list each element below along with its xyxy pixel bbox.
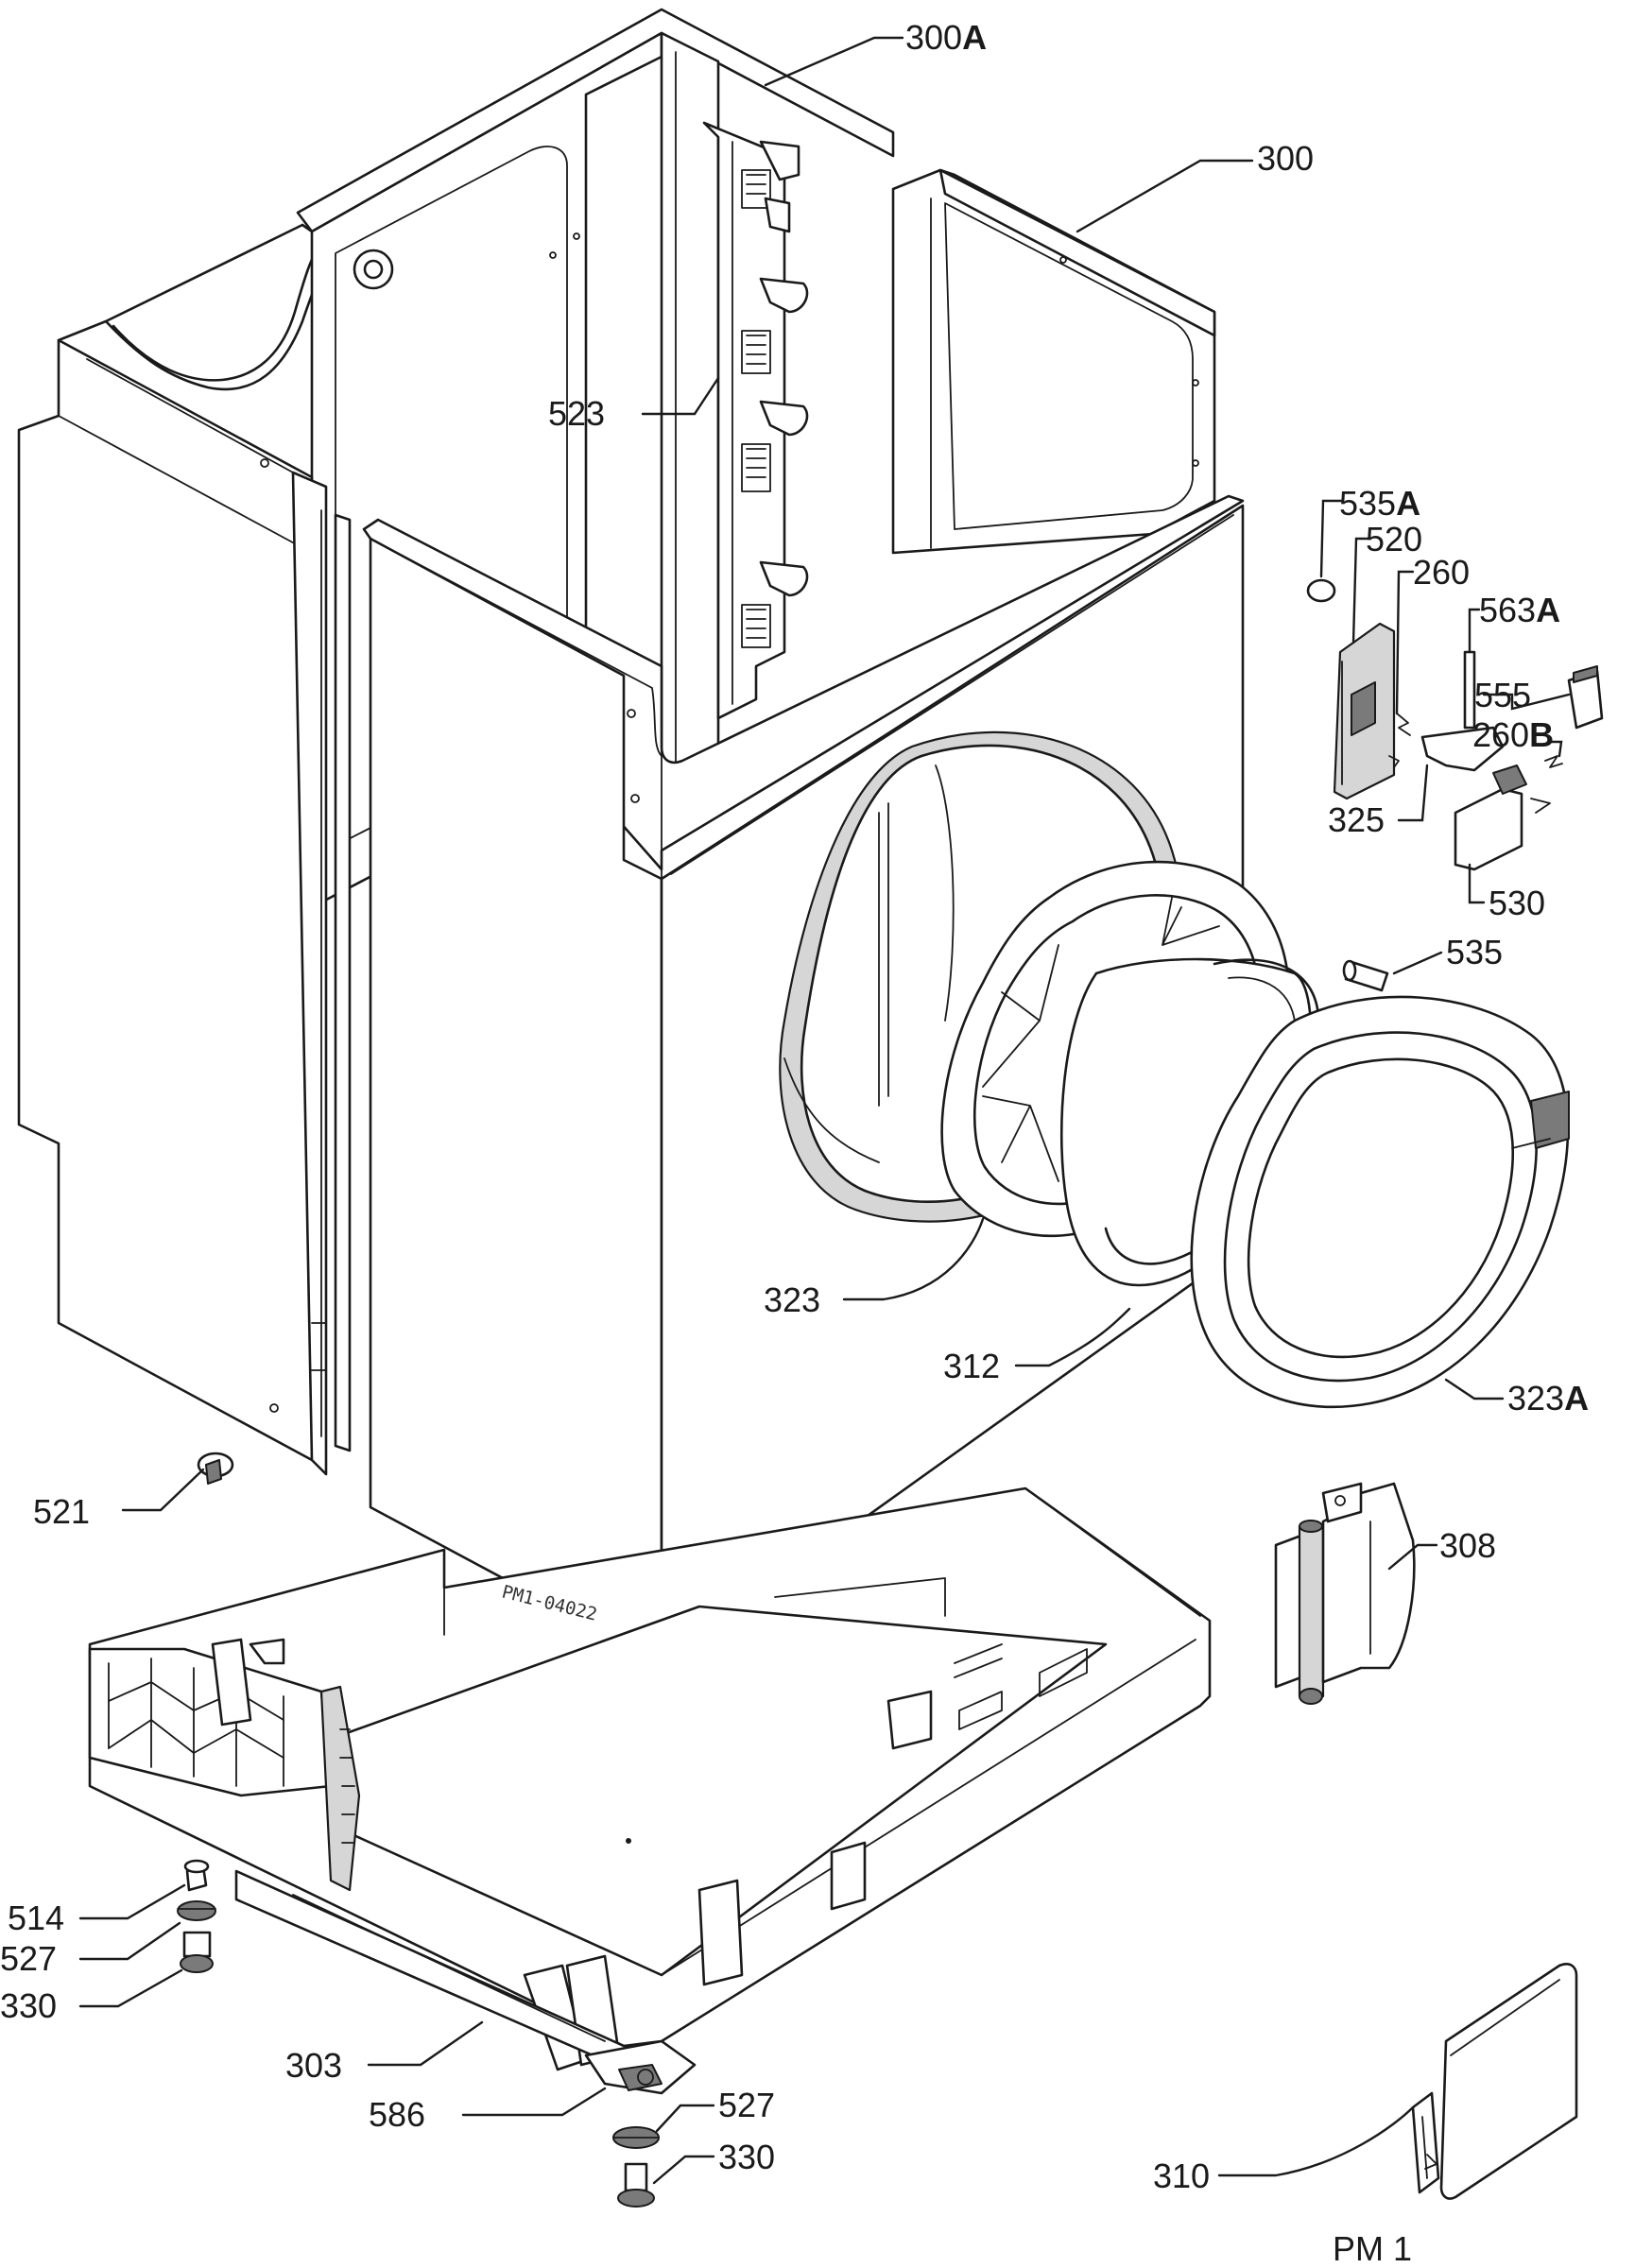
- left-side-panel: [17, 338, 328, 1476]
- label-563a: 563A: [1479, 591, 1560, 629]
- part-labels: 300A 300 523 535A 520 260 563A 555 260B …: [0, 18, 1589, 2195]
- label-330-left: 330: [0, 1986, 57, 2025]
- base-frame: PM1-04022: [88, 1486, 1212, 2095]
- foot-left-stack: [177, 1859, 216, 1973]
- label-555: 555: [1474, 676, 1531, 714]
- label-535a: 535A: [1339, 484, 1420, 523]
- label-586: 586: [369, 2095, 425, 2134]
- label-535: 535: [1446, 933, 1503, 971]
- label-303: 303: [285, 2046, 342, 2085]
- label-527-right: 527: [718, 2086, 775, 2124]
- drawing-mark: PM 1: [1333, 2229, 1412, 2268]
- label-323a: 323A: [1507, 1379, 1589, 1418]
- label-308: 308: [1439, 1526, 1496, 1565]
- label-312: 312: [943, 1347, 1000, 1385]
- label-521: 521: [33, 1492, 90, 1531]
- hinge-pin: [1342, 959, 1389, 992]
- label-300a: 300A: [905, 18, 987, 57]
- foot-right-stack: [612, 2126, 660, 2208]
- label-330-right: 330: [718, 2138, 775, 2176]
- front-cabinet-box: [362, 494, 1245, 1665]
- label-523: 523: [548, 394, 605, 433]
- label-514: 514: [8, 1899, 64, 1937]
- label-325: 325: [1328, 800, 1385, 839]
- right-side-panel: [891, 168, 1216, 555]
- frame-strut-523: [702, 121, 809, 720]
- label-323: 323: [764, 1280, 820, 1319]
- label-260: 260: [1413, 553, 1470, 592]
- label-310: 310: [1153, 2156, 1210, 2195]
- door-hinge-bracket: [1274, 1482, 1416, 1705]
- label-300: 300: [1257, 139, 1314, 178]
- service-flap: [1411, 1963, 1578, 2200]
- label-260b: 260B: [1472, 715, 1554, 754]
- screw-521: [197, 1452, 234, 1485]
- label-530: 530: [1489, 884, 1545, 922]
- leader-lines: [78, 36, 1571, 2185]
- door-outer-ring: [1190, 995, 1570, 1409]
- left-rear-post: [334, 513, 352, 1452]
- door-lock-assembly: [1306, 578, 1604, 871]
- label-520: 520: [1366, 520, 1422, 558]
- label-527-left: 527: [0, 1939, 57, 1978]
